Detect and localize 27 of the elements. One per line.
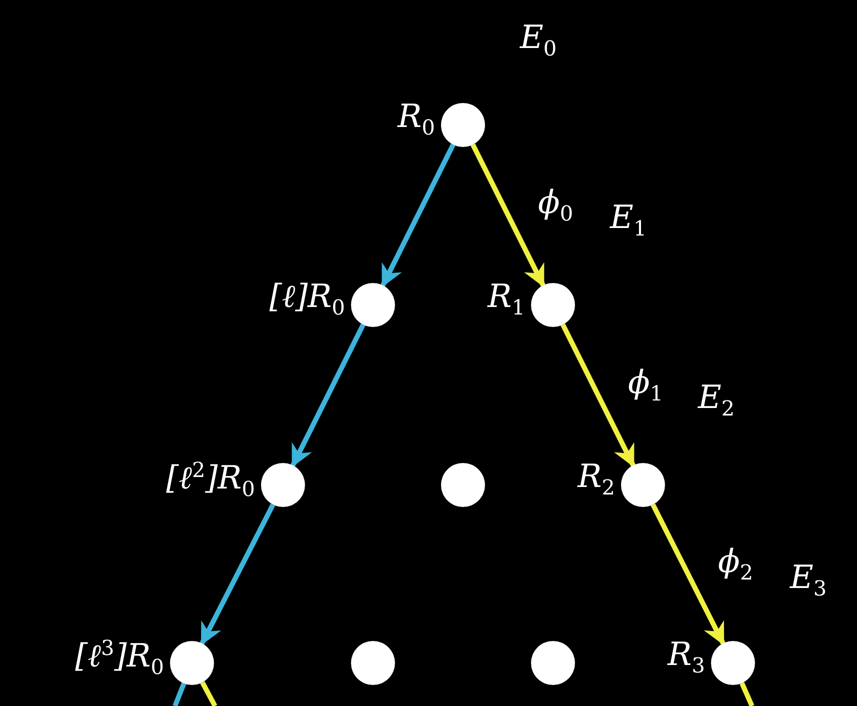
- point-label: [ℓ]R$_{0}$: [269, 279, 345, 320]
- circle-node: [531, 641, 575, 685]
- point-label: [ℓ$^{2}$]R$_{0}$: [166, 459, 255, 501]
- arrow: [650, 504, 726, 646]
- circle-node: [170, 641, 214, 685]
- circle-node: [531, 283, 575, 327]
- arrow: [560, 324, 636, 468]
- arrow: [380, 144, 456, 288]
- arrow: [200, 503, 276, 646]
- point-label: [ℓ$^{3}$]R$_{0}$: [75, 637, 164, 679]
- point-label: R$_{1}$: [488, 279, 525, 320]
- arrow: [470, 144, 546, 288]
- point-label: R$_{3}$: [668, 637, 705, 678]
- energy-label: E$_{2}$: [698, 380, 735, 420]
- point-label: R$_{2}$: [578, 459, 615, 500]
- circle-node: [441, 463, 485, 507]
- arrow: [290, 324, 366, 468]
- energy-label: E$_{3}$: [790, 560, 827, 600]
- circle-node: [621, 463, 665, 507]
- circle-node: [711, 641, 755, 685]
- circle-node: [261, 463, 305, 507]
- point-label: R$_{0}$: [398, 99, 435, 140]
- circle-node: [441, 103, 485, 147]
- energy-label: E$_{0}$: [520, 20, 557, 60]
- energy-label: E$_{1}$: [610, 200, 647, 240]
- circle-node: [351, 641, 395, 685]
- circle-node: [351, 283, 395, 327]
